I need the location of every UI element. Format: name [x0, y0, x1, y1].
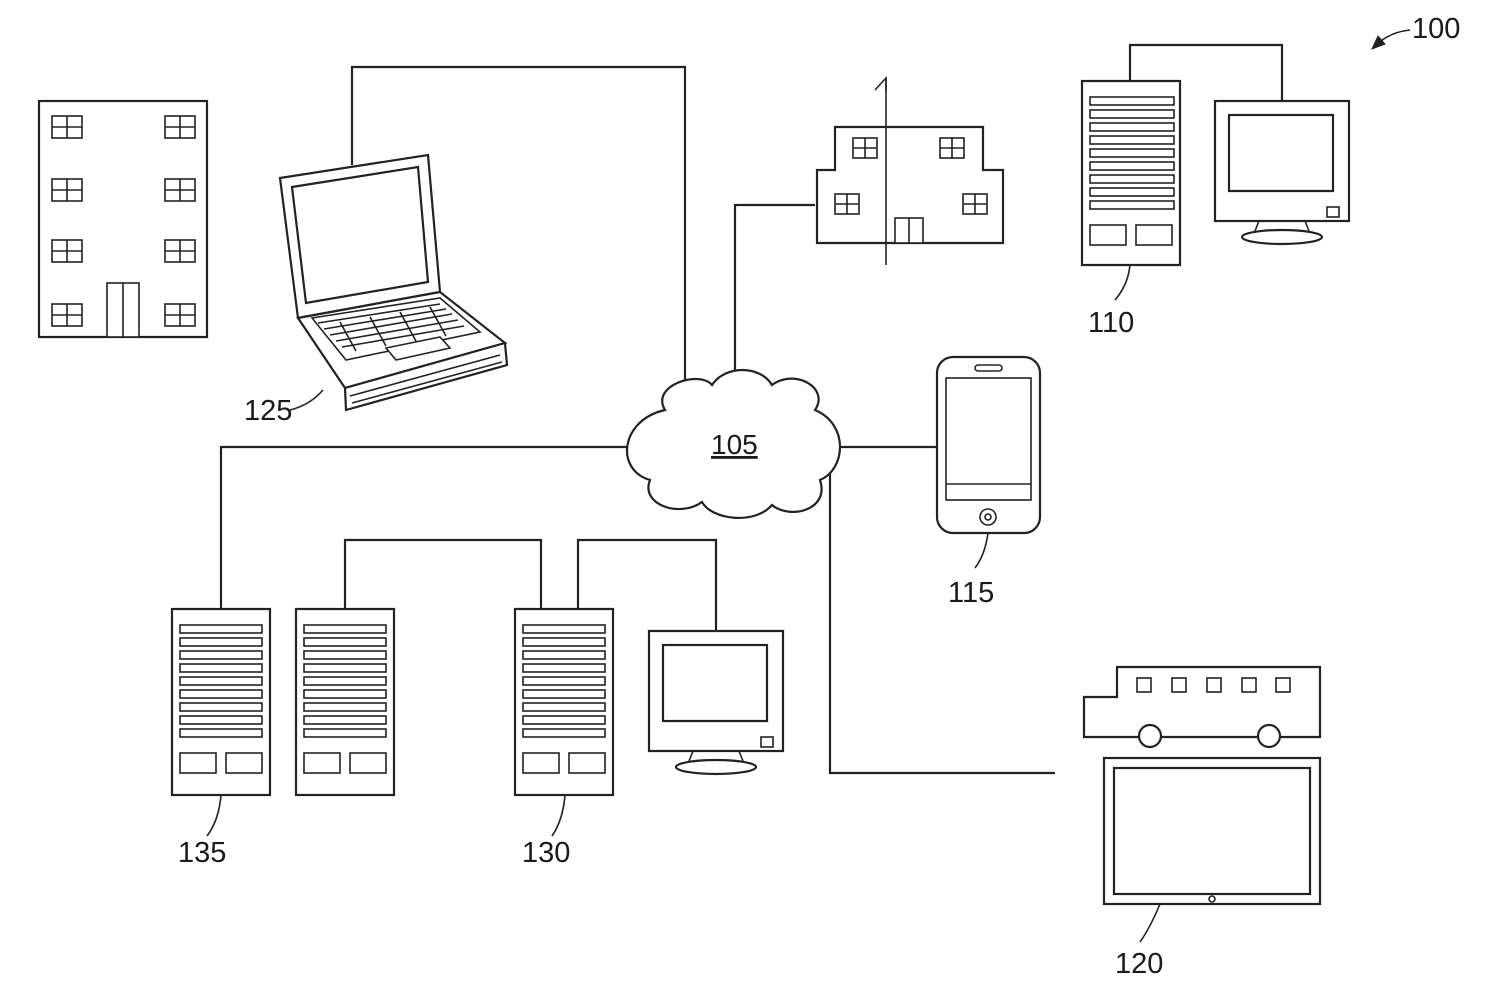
line-server-rack-network: [221, 447, 632, 608]
house-icon: [817, 78, 1003, 265]
vehicle-display-label: 120: [1115, 948, 1163, 980]
smartphone-label: 115: [948, 577, 994, 609]
network-label: 105: [711, 429, 758, 460]
laptop-icon: [280, 155, 507, 410]
bus-icon: [1084, 667, 1320, 747]
workstation-icon: [515, 609, 783, 795]
office-building-icon: [39, 101, 207, 337]
server-terminal-icon: [1082, 81, 1349, 265]
server-rack-leader-line: [207, 795, 221, 836]
server-terminal-leader-line: [1115, 265, 1130, 300]
display-panel-icon: [1104, 758, 1320, 904]
vehicle-display-leader-line: [1140, 904, 1160, 942]
server-terminal-label: 110: [1088, 307, 1134, 339]
line-towers-link: [345, 540, 541, 608]
system-label: 100: [1412, 13, 1460, 45]
smartphone-icon: [937, 357, 1040, 533]
line-house-network: [735, 205, 815, 380]
server-rack-label: 135: [178, 837, 226, 869]
server-rack-icon: [172, 609, 394, 795]
workstation-label: 130: [522, 837, 570, 869]
smartphone-leader-line: [975, 533, 988, 568]
workstation-leader-line: [552, 795, 565, 836]
system-arrowhead: [1372, 36, 1385, 49]
laptop-leader-line: [290, 390, 323, 410]
laptop-label: 125: [244, 395, 292, 427]
